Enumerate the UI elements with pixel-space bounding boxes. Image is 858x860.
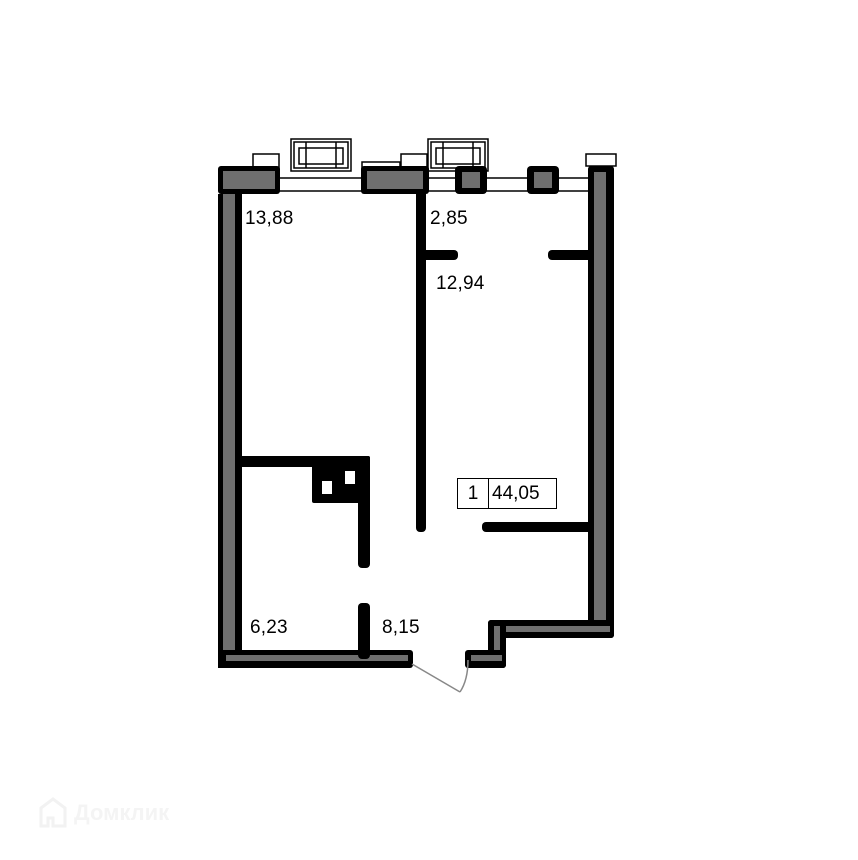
ac-unit-right [427, 138, 489, 172]
watermark-text: Домклик [74, 800, 170, 825]
entrance-door [411, 659, 469, 693]
ac-unit-left [290, 138, 352, 172]
room-count: 1 [458, 479, 489, 508]
watermark: Домклик [38, 796, 169, 830]
house-logo-icon [39, 797, 67, 828]
total-area: 44,05 [492, 483, 540, 504]
room-area-balcony: 2,85 [430, 208, 468, 229]
interior-walls [240, 190, 594, 659]
apartment-summary-badge: 1 44,05 [457, 478, 557, 509]
room-area-living-room: 13,88 [245, 208, 294, 229]
ventilation-shafts [322, 471, 355, 494]
room-area-hallway: 8,15 [382, 617, 420, 638]
room-area-bathroom: 6,23 [250, 617, 288, 638]
room-area-kitchen: 12,94 [436, 273, 485, 294]
